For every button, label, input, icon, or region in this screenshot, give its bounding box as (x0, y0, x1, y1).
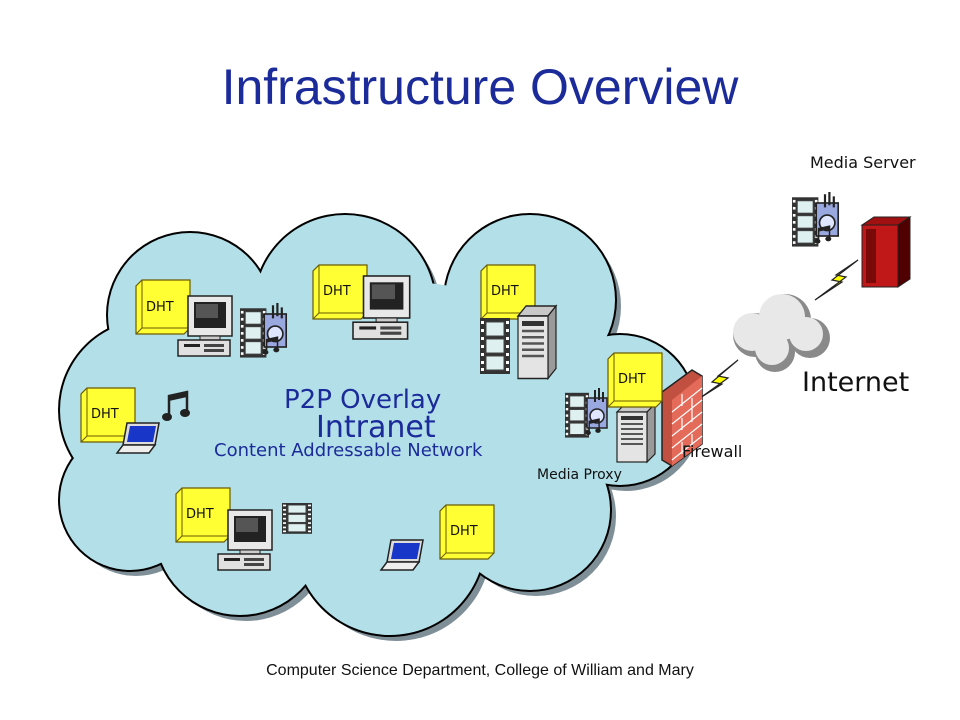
content-addressable-network-label: Content Addressable Network (214, 440, 483, 461)
intranet-label: Intranet (316, 410, 436, 445)
dht-label: DHT (186, 507, 214, 522)
p2p-overlay-label: P2P Overlay (284, 385, 442, 415)
internet-cloud-icon (733, 294, 830, 372)
media-proxy-server-icon (616, 403, 656, 463)
dht-label: DHT (146, 300, 174, 315)
film-strip-icon (479, 317, 511, 375)
footer-text: Computer Science Department, College of … (266, 662, 694, 679)
lightning-icon (814, 259, 859, 301)
server-tower-icon (517, 305, 557, 380)
dht-label: DHT (323, 284, 351, 299)
dht-label: DHT (618, 372, 646, 387)
dht-label: DHT (91, 407, 119, 422)
dht-label: DHT (491, 284, 519, 299)
dht-label: DHT (450, 524, 478, 539)
lightning-icon (699, 359, 739, 399)
internet-label: Internet (802, 367, 910, 398)
media-icon (792, 192, 838, 247)
page-title: Infrastructure Overview (221, 59, 739, 115)
media-server-icon (860, 216, 912, 288)
firewall-label: Firewall (682, 442, 743, 461)
firewall-icon (661, 369, 703, 467)
film-strip-icon (281, 502, 313, 535)
media-server-label: Media Server (810, 153, 916, 172)
media-proxy-label: Media Proxy (537, 467, 622, 483)
